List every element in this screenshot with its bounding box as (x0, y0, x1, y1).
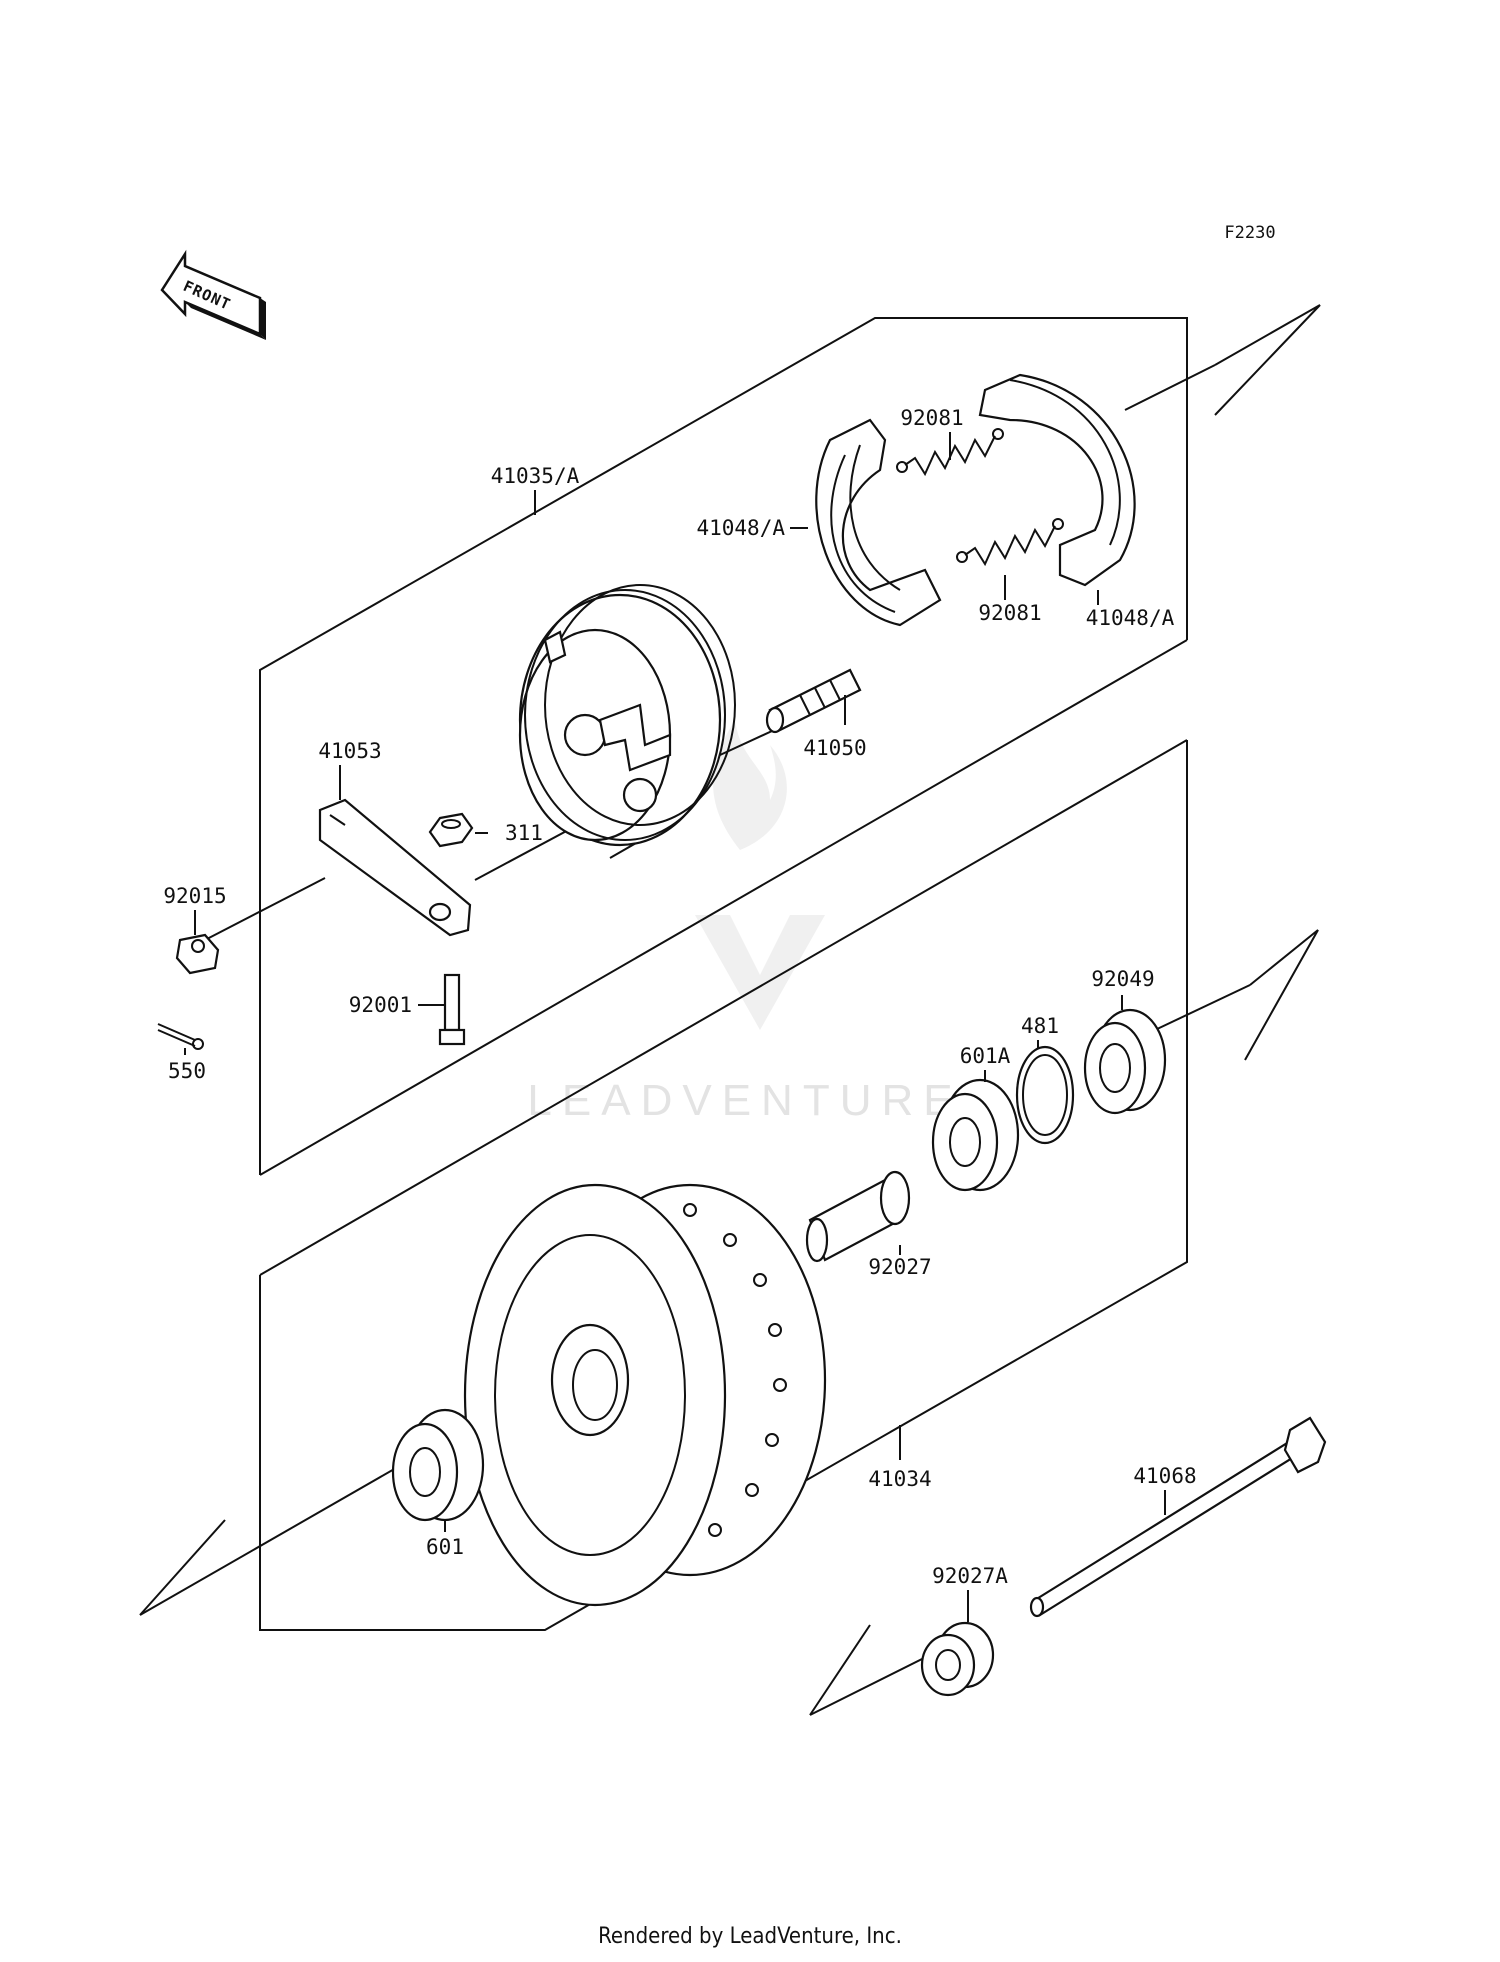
part-label-92027[interactable]: 92027 (868, 1255, 931, 1279)
bearing-601 (391, 1408, 485, 1522)
spacer-92027 (805, 1170, 911, 1263)
part-label-41068[interactable]: 41068 (1133, 1464, 1196, 1488)
part-label-41035-a[interactable]: 41035/A (491, 464, 580, 488)
front-arrow-icon (160, 249, 266, 340)
leader-lines (184, 432, 1166, 1622)
part-label-481[interactable]: 481 (1021, 1014, 1059, 1038)
watermark-logo (695, 720, 825, 1030)
return-spring-bottom (956, 518, 1064, 567)
part-label-92081-bottom[interactable]: 92081 (978, 601, 1041, 625)
part-label-92027a[interactable]: 92027A (932, 1564, 1008, 1588)
part-label-41048-a-right[interactable]: 41048/A (1086, 606, 1175, 630)
brake-arm (318, 798, 472, 937)
watermark-text: LEADVENTURE (527, 1076, 962, 1125)
circlip-481 (1015, 1045, 1075, 1145)
axle-41068 (1029, 1416, 1327, 1618)
part-label-601[interactable]: 601 (426, 1535, 464, 1559)
cotter-pin-550 (157, 1023, 204, 1050)
wheel-hub (463, 1183, 827, 1607)
seal-92049 (1083, 1008, 1167, 1115)
part-label-41053[interactable]: 41053 (318, 739, 381, 763)
render-credit: Rendered by LeadVenture, Inc. (598, 1924, 902, 1949)
part-label-92049[interactable]: 92049 (1091, 967, 1154, 991)
part-label-311[interactable]: 311 (505, 821, 543, 845)
part-label-601a[interactable]: 601A (960, 1044, 1011, 1068)
collar-92027A (920, 1621, 995, 1697)
part-label-92015[interactable]: 92015 (163, 884, 226, 908)
bolt-92001 (438, 973, 466, 1046)
part-label-41048-a-left[interactable]: 41048/A (696, 516, 785, 540)
diagram-code: F2230 (1224, 223, 1275, 243)
part-label-550[interactable]: 550 (168, 1059, 206, 1083)
nut-311 (428, 812, 474, 848)
part-label-41034[interactable]: 41034 (868, 1467, 931, 1491)
part-labels: 41035/A 41048/A 92081 92081 41048/A 4105… (163, 406, 1196, 1588)
brake-panel-frame (259, 317, 1188, 1176)
hub-frame (259, 739, 1188, 1631)
brake-cam (765, 668, 862, 734)
part-label-92081-top[interactable]: 92081 (900, 406, 963, 430)
part-label-41050[interactable]: 41050 (803, 736, 866, 760)
brake-shoe-left (815, 418, 942, 627)
bearing-601A (931, 1078, 1020, 1192)
brake-panel-assembly (518, 584, 736, 847)
nut-92015 (175, 933, 220, 975)
brake-shoe-right (978, 373, 1136, 587)
part-label-92001[interactable]: 92001 (349, 993, 412, 1017)
